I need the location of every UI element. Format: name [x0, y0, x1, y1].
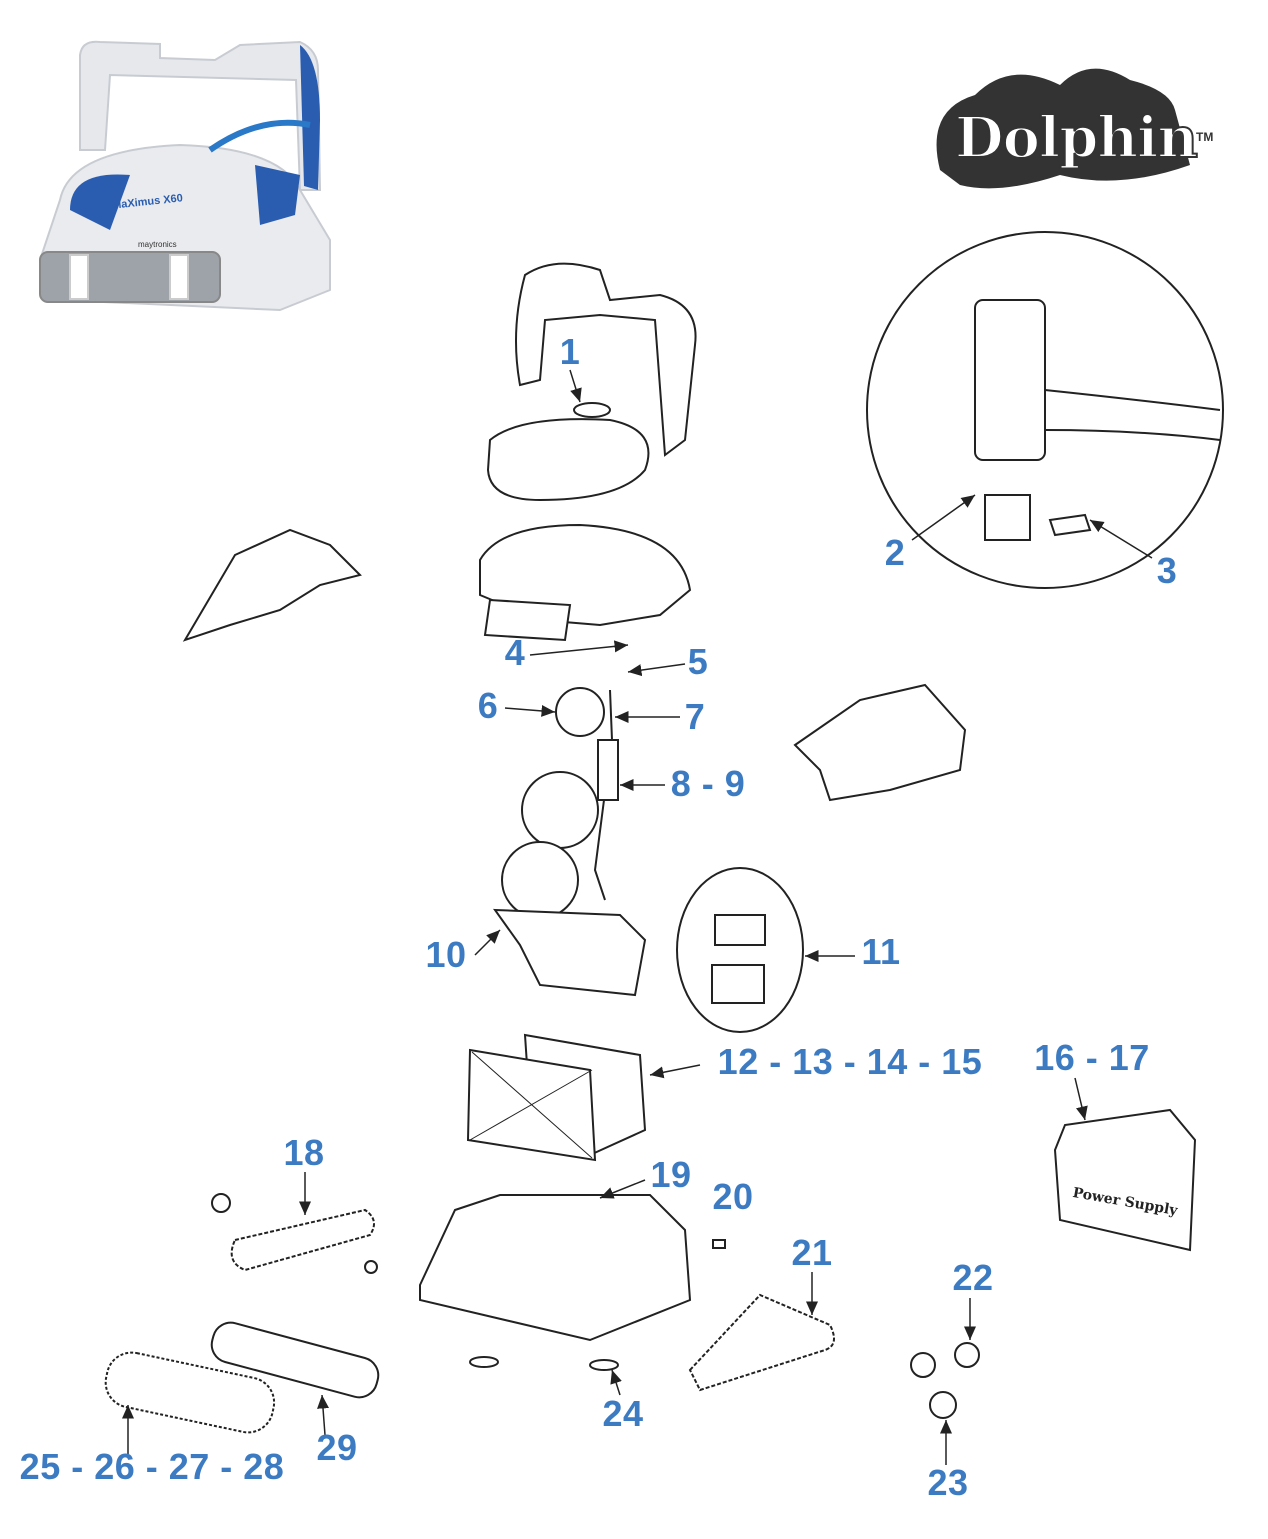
- track-18: [230, 1208, 375, 1272]
- handle-part: [486, 262, 697, 502]
- part-label-4: 4: [504, 632, 526, 673]
- part-label-19: 19: [650, 1154, 692, 1195]
- side-panel-left: [182, 528, 362, 642]
- part-label-10: 10: [425, 934, 467, 975]
- dolphin-logo: Dolphin: [954, 104, 1199, 172]
- part-label-18: 18: [283, 1132, 325, 1173]
- roller-part: [210, 1321, 380, 1399]
- part-label-8-9: 8 - 9: [670, 763, 746, 804]
- part-label-29: 29: [316, 1427, 358, 1468]
- part-label-21: 21: [791, 1232, 833, 1273]
- part-label-25-28: 25 - 26 - 27 - 28: [19, 1446, 285, 1487]
- dolphin-logo-cloud: [936, 68, 1190, 189]
- part-label-12-15: 12 - 13 - 14 - 15: [717, 1041, 983, 1082]
- part-label-23: 23: [927, 1462, 969, 1503]
- part-label-7: 7: [684, 696, 706, 737]
- filter-part: [466, 1033, 647, 1162]
- motor-unit-part: [492, 908, 647, 997]
- part-label-1: 1: [559, 331, 581, 372]
- part-label-5: 5: [687, 641, 709, 682]
- product-photo: [38, 40, 331, 312]
- chassis-part: [419, 1194, 692, 1342]
- trademark-mark: TM: [1196, 130, 1214, 144]
- part-label-24: 24: [602, 1393, 644, 1434]
- part-label-16-17: 16 - 17: [1034, 1037, 1150, 1078]
- track-21: [688, 1293, 835, 1392]
- product-maker-text: maytronics: [138, 240, 177, 249]
- part-label-22: 22: [952, 1257, 994, 1298]
- power-supply-part: [1053, 1108, 1197, 1252]
- body-top-part: [479, 523, 692, 627]
- side-panel-right: [793, 683, 967, 802]
- part-label-6: 6: [477, 685, 499, 726]
- brush-part: [104, 1351, 276, 1434]
- part-label-3: 3: [1156, 550, 1178, 591]
- part-label-2: 2: [884, 532, 906, 573]
- leader-lines: [122, 369, 1153, 1465]
- part-label-20: 20: [712, 1176, 754, 1217]
- part-label-11: 11: [861, 931, 901, 972]
